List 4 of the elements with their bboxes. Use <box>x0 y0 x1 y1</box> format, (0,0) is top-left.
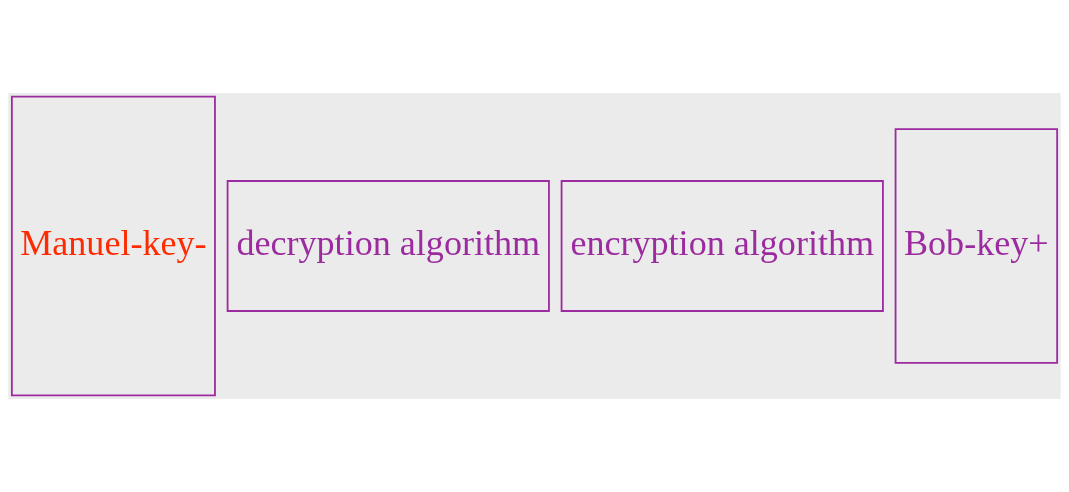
node-box: Manuel-key- <box>10 95 216 397</box>
node-box: decryption algorithm <box>226 180 550 312</box>
node-box: encryption algorithm <box>560 180 884 312</box>
node-box: Bob-key+ <box>894 128 1059 364</box>
